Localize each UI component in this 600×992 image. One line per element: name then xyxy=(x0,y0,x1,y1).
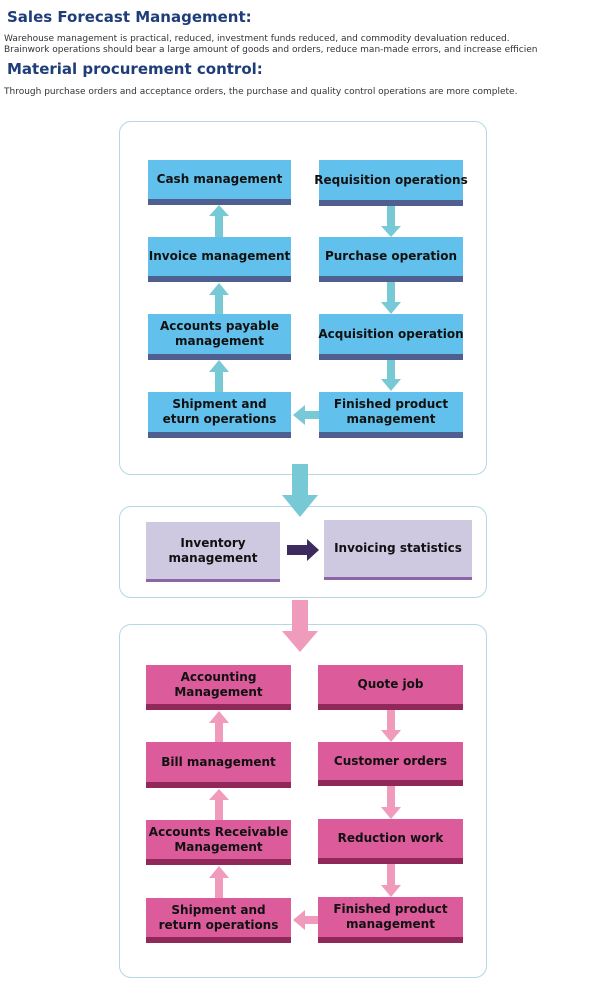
procurement-description: Through purchase orders and acceptance o… xyxy=(4,87,518,97)
arrow-inventory-to-invoicing xyxy=(287,539,319,561)
requisition-operations-label: Requisition operations xyxy=(314,172,468,187)
requisition-operations-box: Requisition operations xyxy=(314,160,468,206)
inventory-management-box: Inventory management xyxy=(146,522,280,582)
customer-orders-label: Customer orders xyxy=(333,753,448,768)
finished-product-box: Finished product management xyxy=(319,392,463,438)
reduction-work-box: Reduction work xyxy=(318,819,463,864)
cash-management-label: Cash management xyxy=(156,172,283,186)
arrow-reduction-to-finished xyxy=(381,864,401,897)
accounts-receivable-label: Accounts Receivable Management xyxy=(148,824,289,854)
arrow-requisition-to-purchase xyxy=(381,206,401,237)
accounting-management-label: Accounting Management xyxy=(174,669,263,699)
invoice-management-label: Invoice management xyxy=(148,249,291,263)
accounts-payable-box: Accounts payable management xyxy=(148,314,291,360)
arrow-payable-to-invoice xyxy=(209,283,229,314)
accounts-payable-label: Accounts payable management xyxy=(160,319,279,348)
accounts-receivable-box: Accounts Receivable Management xyxy=(146,820,291,865)
inventory-management-label: Inventory management xyxy=(168,535,258,565)
shipment-return-label: Shipment and eturn operations xyxy=(162,397,277,426)
arrow-bill-to-accounting xyxy=(209,711,229,742)
cash-management-box: Cash management xyxy=(148,160,291,205)
sales-shipment-return-box: Shipment and return operations xyxy=(146,898,291,943)
acquisition-operation-box: Acquisition operation xyxy=(318,314,464,360)
sales-forecast-line-1: Warehouse management is practical, reduc… xyxy=(4,34,510,44)
sales-forecast-line-2: Brainwork operations should bear a large… xyxy=(4,45,538,55)
finished-product-label: Finished product management xyxy=(333,397,449,426)
accounting-management-box: Accounting Management xyxy=(146,665,291,710)
bill-management-box: Bill management xyxy=(146,742,291,788)
reduction-work-label: Reduction work xyxy=(337,831,444,845)
quote-job-label: Quote job xyxy=(357,677,424,691)
arrow-procurement-to-inventory xyxy=(282,464,318,517)
invoice-management-box: Invoice management xyxy=(148,237,291,282)
arrow-purchase-to-acquisition xyxy=(381,282,401,314)
sales-forecast-title: Sales Forecast Management: xyxy=(7,8,252,26)
arrow-invoice-to-cash xyxy=(209,205,229,237)
arrow-receivable-to-bill xyxy=(209,789,229,820)
invoicing-statistics-label: Invoicing statistics xyxy=(334,541,462,555)
quote-job-box: Quote job xyxy=(318,665,463,710)
sales-finished-product-box: Finished product management xyxy=(318,897,463,943)
customer-orders-box: Customer orders xyxy=(318,742,463,786)
acquisition-operation-label: Acquisition operation xyxy=(318,326,464,341)
shipment-return-box: Shipment and eturn operations xyxy=(148,392,291,438)
purchase-operation-box: Purchase operation xyxy=(319,237,463,282)
bill-management-label: Bill management xyxy=(161,754,276,769)
arrow-inventory-to-sales xyxy=(282,600,318,652)
arrow-shipment-to-receivable xyxy=(209,866,229,898)
sales-finished-product-label: Finished product management xyxy=(333,902,448,931)
sales-shipment-return-label: Shipment and return operations xyxy=(158,902,279,932)
procurement-title: Material procurement control: xyxy=(7,60,263,78)
arrow-sales-finished-to-shipment xyxy=(293,910,320,930)
arrow-shipment-to-payable xyxy=(209,360,229,392)
purchase-operation-label: Purchase operation xyxy=(324,249,458,263)
invoicing-statistics-box: Invoicing statistics xyxy=(324,520,472,580)
arrow-quote-to-orders xyxy=(381,710,401,742)
arrow-acquisition-to-finished xyxy=(381,360,401,391)
arrow-finished-to-shipment xyxy=(293,405,320,425)
arrow-orders-to-reduction xyxy=(381,786,401,819)
